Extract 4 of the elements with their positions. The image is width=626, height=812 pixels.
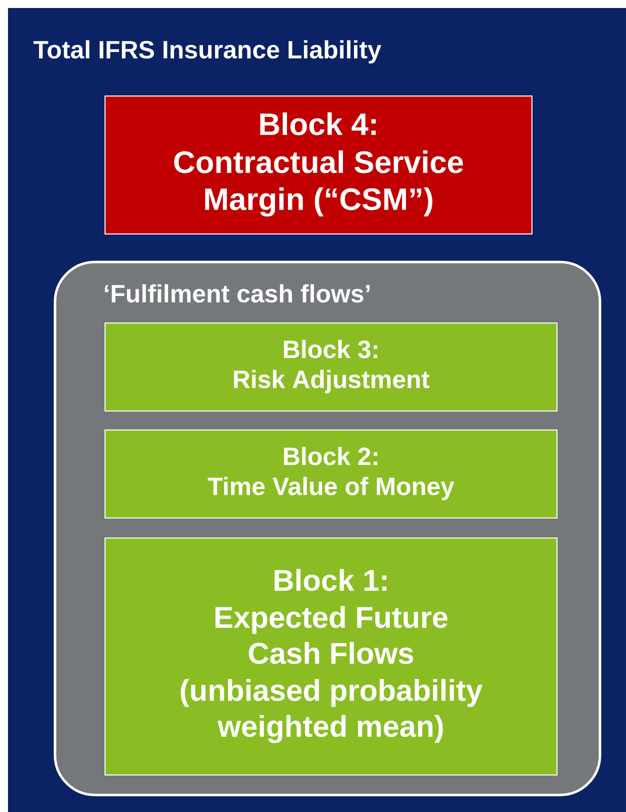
block-box: Block 2: Time Value of Money: [104, 430, 558, 518]
block-box: Block 1: Expected Future Cash Flows (unbiased probability weighted mean): [104, 538, 558, 776]
block-box: Block 4: Contractual Service Margin (“CSM”): [104, 96, 532, 234]
block-box: Block 3: Risk Adjustment: [104, 322, 558, 412]
